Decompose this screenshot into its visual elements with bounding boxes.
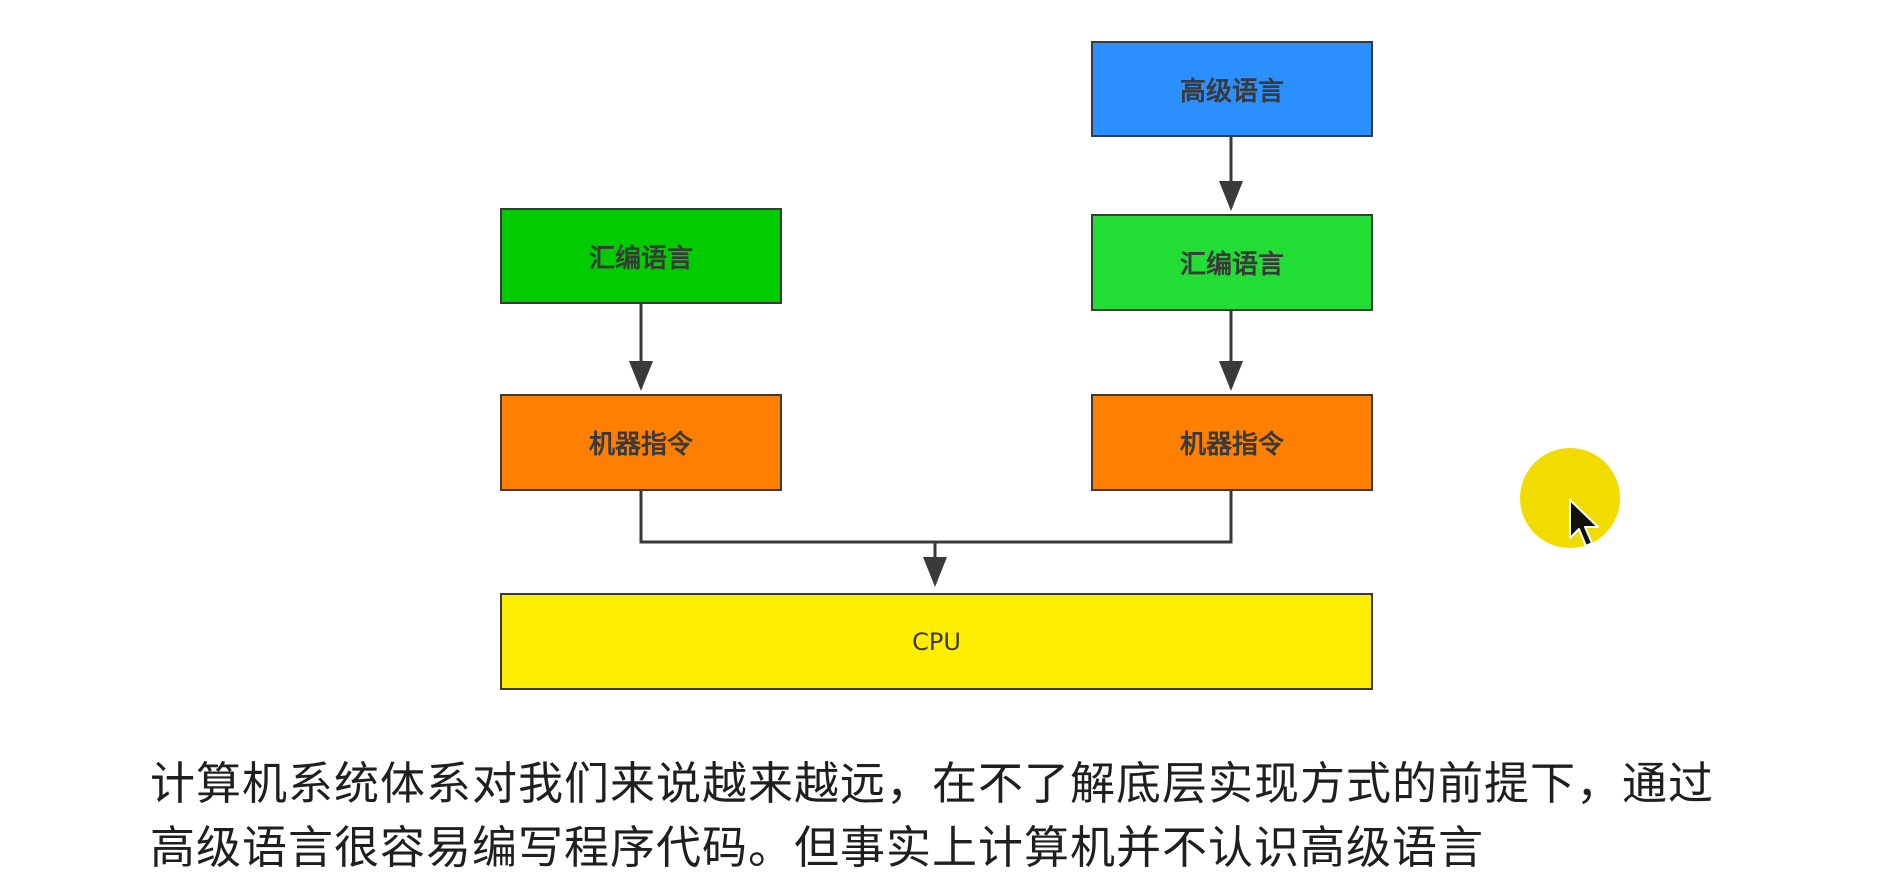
right-machine-box: 机器指令: [1091, 394, 1373, 491]
left-assembly-box: 汇编语言: [500, 208, 782, 304]
right-assembly-label: 汇编语言: [1179, 250, 1284, 280]
caption-text: 计算机系统体系对我们来说越来越远，在不了解底层实现方式的前提下，通过 高级语言很…: [150, 752, 1850, 880]
right-machine-label: 机器指令: [1179, 430, 1284, 460]
caption-line-1: 计算机系统体系对我们来说越来越远，在不了解底层实现方式的前提下，通过: [150, 757, 1715, 810]
left-machine-box: 机器指令: [500, 394, 782, 491]
merge-line: [639, 491, 1233, 544]
caption-line-2: 高级语言很容易编写程序代码。但事实上计算机并不认识高级语言: [150, 821, 1485, 874]
left-machine-label: 机器指令: [588, 430, 693, 460]
cpu-label: CPU: [912, 627, 961, 656]
left-assembly-label: 汇编语言: [588, 243, 693, 274]
mouse-pointer-icon: [1569, 499, 1599, 547]
right-assembly-box: 汇编语言: [1091, 214, 1373, 311]
right-high-level-label: 高级语言: [1179, 76, 1284, 107]
right-high-level-box: 高级语言: [1091, 41, 1373, 137]
cpu-box: CPU: [500, 593, 1373, 690]
